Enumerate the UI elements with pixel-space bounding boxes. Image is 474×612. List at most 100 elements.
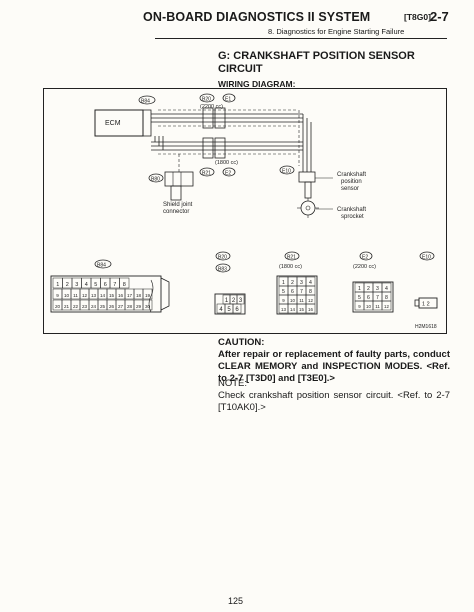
connector-pin-number: 7 [113, 282, 116, 288]
crank-sprocket-label-1: Crankshaft [337, 207, 366, 213]
connector-pin-number: 9 [282, 298, 285, 303]
connector-pin-number: 20 [55, 304, 61, 309]
connector-pin-number: 13 [281, 307, 286, 312]
crankshaft-sprocket-icon [300, 200, 316, 216]
connector-pin-number: 4 [309, 280, 312, 286]
header-title: ON-BOARD DIAGNOSTICS II SYSTEM [143, 10, 371, 24]
connector-pin-number: 2 [291, 280, 294, 286]
connector-pin-number: 18 [136, 293, 142, 298]
connector-pin-number: 5 [94, 282, 97, 288]
e10-lower-tag: E10 [422, 255, 431, 261]
connector-pin-number: 23 [82, 304, 88, 309]
header-page-ref: 2-7 [430, 9, 449, 24]
b80-tag: B80 [151, 177, 160, 183]
crank-sensor-label-3: sensor [341, 186, 359, 192]
cc-2200-lower-label: (2200 cc) [353, 264, 376, 270]
page-number: 125 [228, 596, 244, 606]
connector-pin-number: 26 [109, 304, 115, 309]
connector-pin-number: 24 [91, 304, 97, 309]
e2-lower-tag: E2 [362, 255, 368, 261]
connector-pin-number: 8 [385, 295, 388, 301]
shield-joint-label-2: connector [163, 209, 189, 215]
crank-sprocket-label-2: sprocket [341, 214, 364, 220]
connector-pin-number: 1 [282, 280, 285, 286]
cc-1800-label: (1800 cc) [215, 160, 238, 166]
shield-joint-label-1: Shield joint [163, 202, 193, 208]
connector-pin-number: 6 [367, 295, 370, 301]
connector-pin-number: 9 [56, 293, 59, 298]
figure-id: H2M1618 [415, 324, 437, 330]
note-body: Check crankshaft position sensor circuit… [218, 390, 450, 413]
connector-pin-cell [119, 277, 130, 289]
b21-tag: B21 [202, 171, 211, 177]
e2-tag: E2 [225, 171, 231, 177]
connector-pin-cell [381, 300, 392, 311]
connector-pin-number: 2 [232, 298, 236, 304]
connector-pin-number: 21 [64, 304, 70, 309]
connector-pin-number: 8 [309, 289, 312, 295]
e1-tag: E1 [225, 97, 231, 103]
connector-pin-number: 5 [358, 295, 361, 301]
connector-pin-number: 5 [227, 307, 231, 313]
b84-lower-tag: B84 [97, 263, 106, 269]
b83-lower-tag: B83 [218, 267, 227, 273]
connector-pin-number: 11 [299, 298, 304, 303]
connector-pin-number: 11 [375, 304, 380, 309]
connector-pin-number: 4 [219, 307, 223, 313]
connector-pin-number: 2 [367, 286, 370, 292]
connector-pin-cell [305, 303, 316, 314]
connector-pin-number: 1 [56, 282, 59, 288]
wiring-diagram: ECM B84 B20 E1 (2200 cc) (1800 cc) B21 E… [43, 88, 447, 334]
connector-pin-number: 27 [118, 304, 124, 309]
caution-body: After repair or replacement of faulty pa… [218, 349, 450, 384]
connector-pin-number: 3 [75, 282, 78, 288]
connector-pin-number: 3 [376, 286, 379, 292]
connector-pin-number: 4 [385, 286, 388, 292]
connector-pin-number: 30 [145, 304, 151, 309]
connector-pin-number: 9 [358, 304, 361, 309]
connector-pin-number: 6 [235, 307, 239, 313]
connector-pin-number: 1 [225, 298, 229, 304]
connector-pin-number: 7 [376, 295, 379, 301]
note-title: NOTE: [218, 378, 248, 389]
connector-pin-number: 7 [300, 289, 303, 295]
connector-pin-number: 28 [127, 304, 133, 309]
connector-pin-number: 12 [82, 293, 88, 298]
connector-pin-number: 13 [91, 293, 97, 298]
b84-tag: B84 [141, 99, 150, 105]
connector-pin-number: 15 [109, 293, 115, 298]
crank-sensor-label-1: Crankshaft [337, 172, 366, 178]
connector-pin-number: 25 [100, 304, 106, 309]
connector-pin-number: 16 [308, 307, 313, 312]
ecm-label: ECM [105, 120, 121, 127]
header-code: [T8G0] [404, 12, 431, 22]
caution-title: CAUTION: [218, 337, 265, 348]
connector-pin-number: 3 [300, 280, 303, 286]
connector-pin-number: 11 [73, 293, 78, 298]
e10-connector: 1 2 [414, 297, 438, 309]
cc-2200-label: (2200 cc) [200, 104, 223, 110]
connector-pin-number: 15 [299, 307, 304, 312]
header-subtitle: 8. Diagnostics for Engine Starting Failu… [268, 27, 405, 36]
connector-pin-number: 1 [358, 286, 361, 292]
crank-sensor-label-2: position [341, 179, 362, 185]
connector-pin-number: 22 [73, 304, 79, 309]
connector-pin-number: 29 [136, 304, 142, 309]
e10-pins: 1 2 [422, 302, 430, 308]
connector-pin-number: 6 [104, 282, 107, 288]
connector-pin-number: 3 [239, 298, 243, 304]
connector-pin-number: 14 [100, 293, 106, 298]
wiring-diagram-label: WIRING DIAGRAM: [218, 79, 296, 89]
b20-lower-tag: B20 [218, 255, 227, 261]
connector-pin-cell [142, 299, 153, 311]
connector-pin-number: 19 [145, 293, 151, 298]
connector-pin-cell [232, 303, 242, 314]
connector-pin-number: 10 [366, 304, 371, 309]
connector-pin-number: 4 [85, 282, 88, 288]
header-rule [155, 38, 447, 39]
connector-pin-number: 10 [290, 298, 295, 303]
b21-lower-tag: B21 [287, 255, 296, 261]
